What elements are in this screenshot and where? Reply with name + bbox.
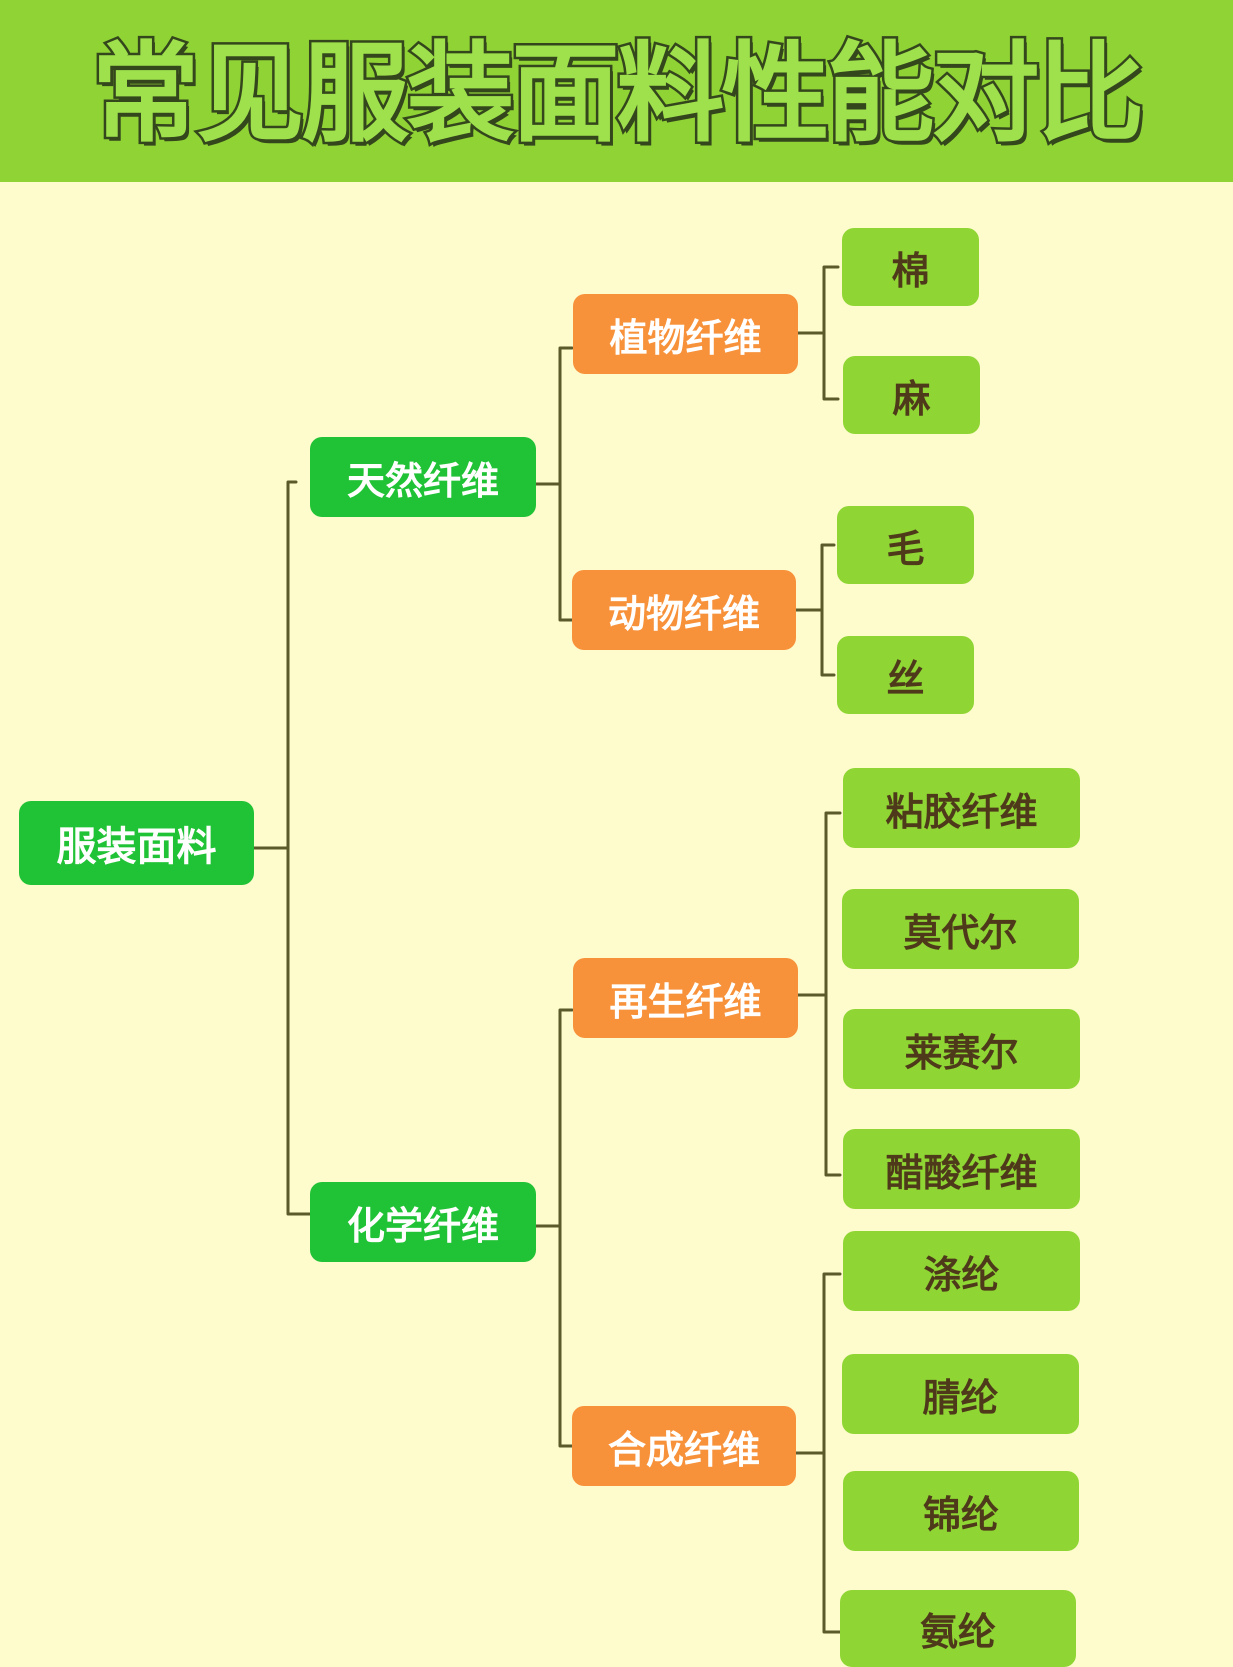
node-plant-fiber: 植物纤维 bbox=[573, 294, 798, 374]
leaf-lyocell: 莱赛尔 bbox=[843, 1009, 1080, 1089]
node-root: 服装面料 bbox=[19, 801, 254, 885]
leaf-spandex: 氨纶 bbox=[840, 1590, 1076, 1667]
leaf-linen: 麻 bbox=[843, 356, 980, 434]
leaf-acrylic: 腈纶 bbox=[842, 1354, 1079, 1434]
node-chemical-fiber: 化学纤维 bbox=[310, 1182, 536, 1262]
title-banner bbox=[0, 0, 1233, 182]
node-regenerated-fiber: 再生纤维 bbox=[573, 958, 798, 1038]
leaf-polyester: 涤纶 bbox=[843, 1231, 1080, 1311]
connector-animal-branch bbox=[820, 543, 836, 677]
connector-synthetic-branch bbox=[822, 1272, 842, 1634]
node-synthetic-fiber: 合成纤维 bbox=[572, 1406, 796, 1486]
connector-plant-branch bbox=[822, 265, 840, 401]
connector-natural-branch bbox=[558, 346, 574, 622]
leaf-modal: 莫代尔 bbox=[842, 889, 1079, 969]
connector-regenerated-branch bbox=[824, 811, 842, 1177]
leaf-cotton: 棉 bbox=[842, 228, 979, 306]
page-title: 常见服装面料性能对比 bbox=[89, 30, 1147, 160]
connector-chemical-branch bbox=[558, 1008, 574, 1448]
leaf-nylon: 锦纶 bbox=[843, 1471, 1079, 1551]
node-animal-fiber: 动物纤维 bbox=[572, 570, 796, 650]
connector-root-branch bbox=[286, 480, 312, 1216]
leaf-silk: 丝 bbox=[837, 636, 974, 714]
leaf-wool: 毛 bbox=[837, 506, 974, 584]
leaf-acetate: 醋酸纤维 bbox=[843, 1129, 1080, 1209]
leaf-viscose: 粘胶纤维 bbox=[843, 768, 1080, 848]
node-natural-fiber: 天然纤维 bbox=[310, 437, 536, 517]
